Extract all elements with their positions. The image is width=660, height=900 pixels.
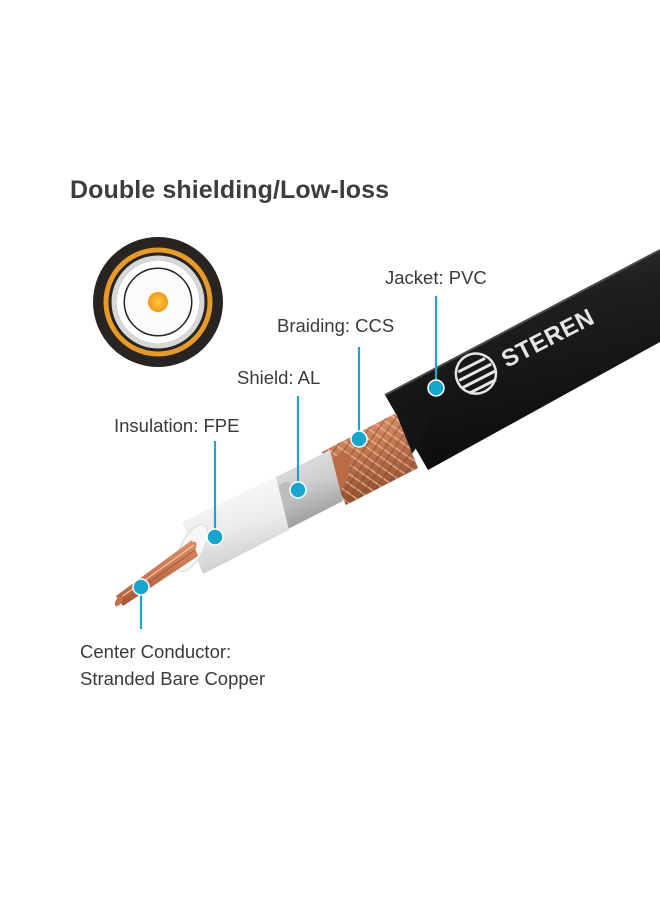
braiding-callout-dot (350, 430, 368, 448)
insulation-callout-dot (206, 528, 224, 546)
callout-dots (132, 379, 445, 596)
center-callout-dot (132, 578, 150, 596)
center-conductor-label-line1: Center Conductor: (80, 641, 232, 662)
cable-insulation (182, 477, 289, 574)
jacket-callout-dot (427, 379, 445, 397)
shield-label: Shield: AL (237, 367, 321, 388)
center-conductor-label-line2: Stranded Bare Copper (80, 667, 266, 689)
cross-section-icon (93, 237, 223, 367)
shield-callout-dot (289, 481, 307, 499)
jacket-label: Jacket: PVC (385, 267, 487, 288)
cable-jacket (385, 250, 660, 470)
center-conductor-label: Center Conductor: Stranded Bare Copper (80, 639, 265, 693)
diagram-title: Double shielding/Low-loss (70, 176, 390, 204)
braiding-label: Braiding: CCS (277, 315, 395, 336)
insulation-label: Insulation: FPE (114, 415, 240, 436)
cable-center-conductor (116, 540, 198, 606)
